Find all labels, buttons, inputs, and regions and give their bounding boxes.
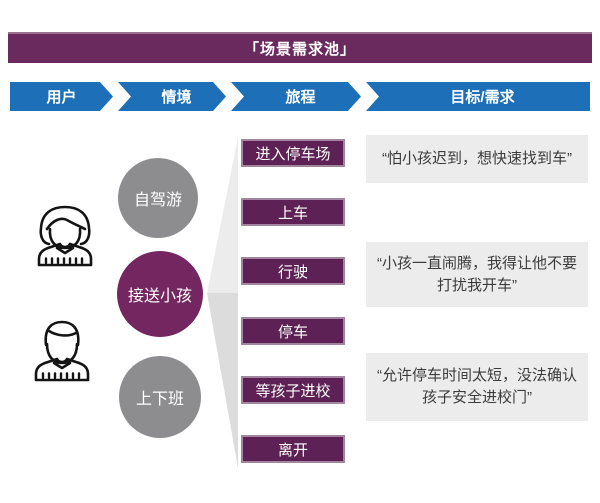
man-icon — [32, 318, 92, 382]
journey-step-enter-parking: 进入停车场 — [241, 139, 345, 167]
need-quote-parking-time: “允许停车时间太短，没法确认孩子安全进校门” — [366, 353, 588, 421]
context-circle-selfdrive: 自驾游 — [118, 158, 198, 238]
page-title: 「场景需求池」 — [8, 32, 592, 63]
process-step-goals: 目标/需求 — [366, 82, 590, 111]
context-circle-kids: 接送小孩 — [117, 251, 203, 337]
journey-step-get-in-car: 上车 — [241, 198, 345, 226]
journey-step-wait-school: 等孩子进校 — [241, 376, 345, 404]
need-quote-find-car: “怕小孩迟到，想快速找到车” — [366, 135, 588, 183]
process-step-context: 情境 — [118, 82, 226, 111]
process-bar: 用户 情境 旅程 目标/需求 — [10, 82, 590, 111]
journey-step-leave: 离开 — [241, 435, 345, 463]
need-quote-kids-fussing: “小孩一直闹腾，我得让他不要打扰我开车” — [366, 242, 588, 307]
journey-step-driving: 行驶 — [241, 257, 345, 285]
process-step-journey: 旅程 — [231, 82, 361, 111]
context-circle-commute: 上下班 — [119, 356, 201, 438]
journey-step-park: 停车 — [241, 317, 345, 345]
process-step-user: 用户 — [10, 82, 113, 111]
woman-icon — [34, 203, 96, 267]
